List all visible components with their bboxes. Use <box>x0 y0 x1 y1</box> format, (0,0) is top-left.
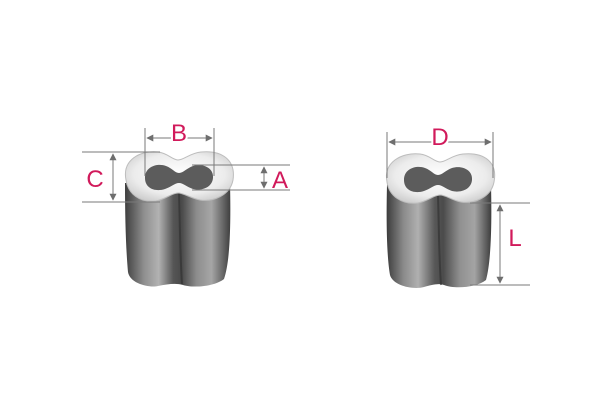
dimension-a <box>192 164 290 191</box>
ferrule-right <box>386 153 496 288</box>
dimension-d <box>386 132 494 178</box>
ferrule-right-seam <box>437 195 442 286</box>
dimension-c <box>82 151 160 203</box>
dimension-l <box>470 202 530 286</box>
dimension-b-label: B <box>171 120 187 147</box>
dimension-d-label: D <box>431 124 448 151</box>
ferrule-left <box>124 151 234 287</box>
ferrule-right-hole <box>404 166 473 193</box>
ferrule-left-body <box>125 183 231 287</box>
dimension-l-label: L <box>508 225 521 252</box>
ferrule-left-hole <box>145 164 214 191</box>
ferrule-left-seam <box>178 191 183 285</box>
dimension-c-label: C <box>86 166 103 193</box>
dimension-a-label: A <box>272 167 288 194</box>
